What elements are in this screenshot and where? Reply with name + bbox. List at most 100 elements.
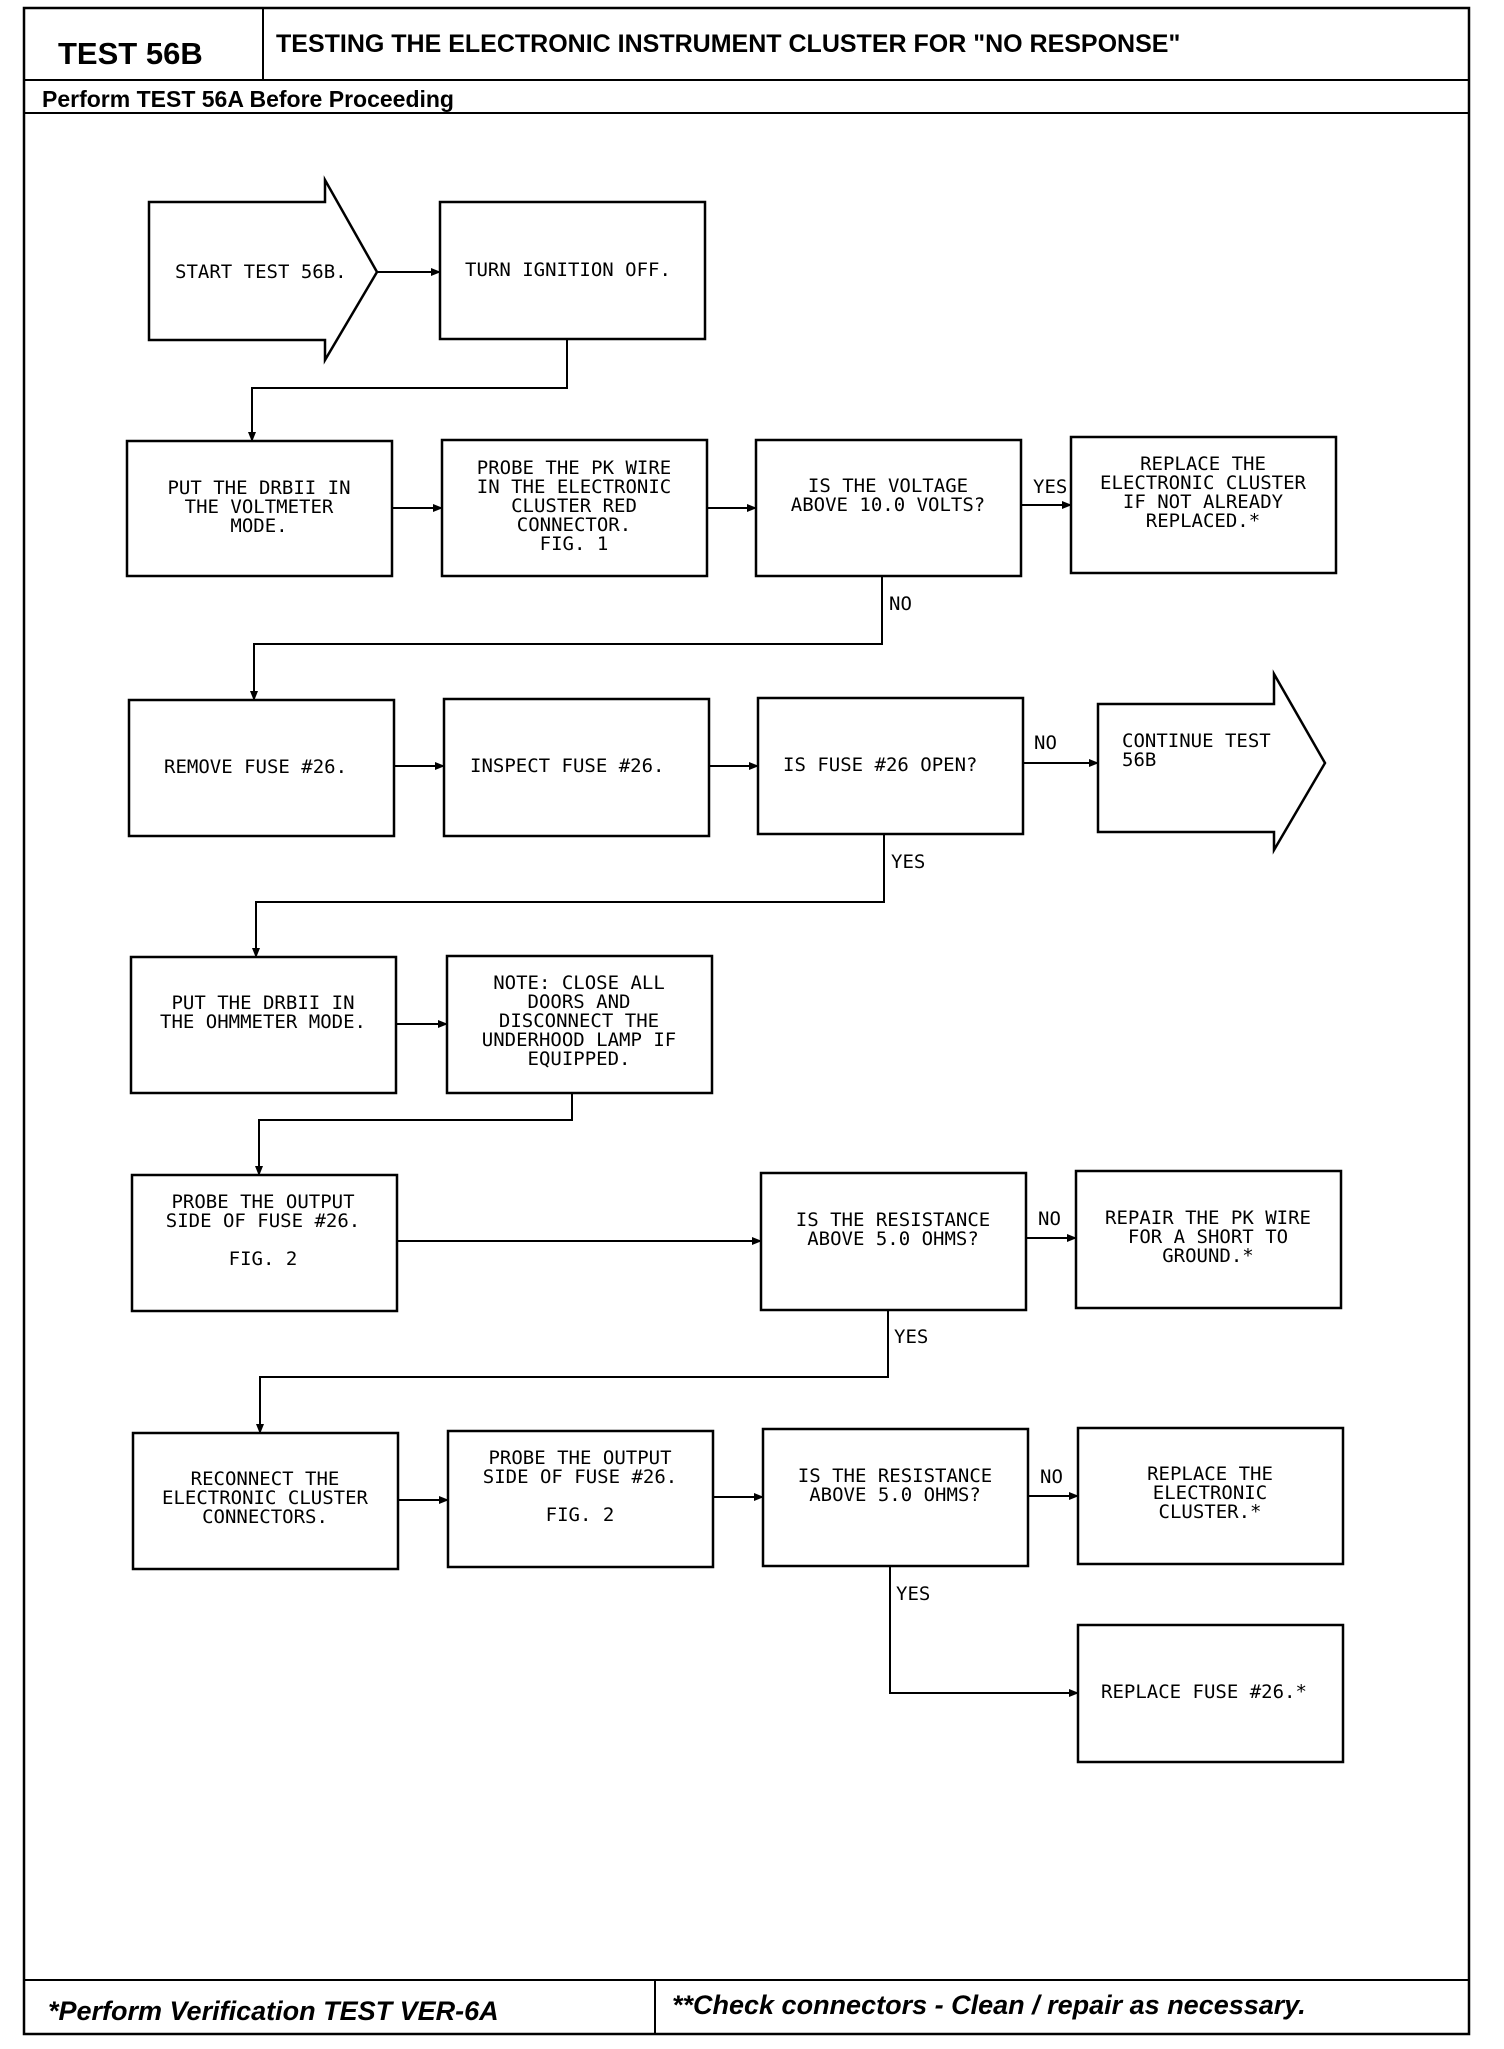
yes-label: YES (891, 851, 925, 873)
box-text-line: CONNECTORS. (202, 1506, 328, 1528)
box-text-line: DISCONNECT THE (499, 1010, 659, 1032)
resistance-decision-1-box (759, 1171, 1028, 1312)
box-text-line: RECONNECT THE (191, 1468, 340, 1490)
start-test-label: START TEST 56B. (175, 261, 347, 283)
box-text-line: ABOVE 5.0 OHMS? (807, 1228, 979, 1250)
box-text-line: THE VOLTMETER (185, 496, 334, 518)
box-text-line: CLUSTER RED (511, 495, 637, 517)
put-drbii-ohmmeter-box (129, 955, 398, 1095)
replace-cluster-2-box (1076, 1426, 1345, 1566)
inspect-fuse-box (442, 697, 711, 838)
no-label: NO (1040, 1466, 1063, 1488)
page-title: TESTING THE ELECTRONIC INSTRUMENT CLUSTE… (276, 30, 1180, 58)
connector (250, 576, 883, 701)
page-subtitle: Perform TEST 56A Before Proceeding (42, 86, 454, 112)
box-text-line: PUT THE DRBII IN (167, 477, 350, 499)
connector (889, 1566, 1079, 1697)
box-text-line: ABOVE 10.0 VOLTS? (791, 494, 985, 516)
box-text-line: SIDE OF FUSE #26. (483, 1466, 677, 1488)
box-text-line: IS THE VOLTAGE (808, 475, 968, 497)
no-label: NO (889, 593, 912, 615)
remove-fuse-label: REMOVE FUSE #26. (164, 756, 347, 778)
box-text-line: MODE. (230, 515, 287, 537)
box-text-line: ABOVE 5.0 OHMS? (809, 1484, 981, 1506)
box-text-line: CLUSTER.* (1159, 1501, 1262, 1523)
probe-output-2-box (446, 1429, 715, 1569)
box-text-line: IF NOT ALREADY (1123, 491, 1284, 513)
box-text-line: UNDERHOOD LAMP IF (482, 1029, 676, 1051)
connector (248, 339, 568, 442)
no-label: NO (1038, 1208, 1061, 1230)
box-text-line: NOTE: CLOSE ALL (493, 972, 665, 994)
box-text-line: REPLACE THE (1140, 453, 1266, 475)
footer-verification-note: *Perform Verification TEST VER-6A (48, 1996, 499, 2026)
box-text-line: EQUIPPED. (528, 1048, 631, 1070)
put-drbii-voltmeter-box (125, 439, 394, 578)
fuse-open-decision-box (756, 696, 1025, 836)
resistance-decision-2-box (761, 1427, 1030, 1568)
continue-test-arrow (1096, 669, 1327, 855)
yes-label: YES (894, 1326, 928, 1348)
box-text-line: ELECTRONIC (1153, 1482, 1267, 1504)
remove-fuse-box (127, 698, 396, 838)
turn-ignition-off-label: TURN IGNITION OFF. (465, 259, 671, 281)
box-text-line: REPLACED.* (1146, 510, 1260, 532)
box-text-line: CONNECTOR. (517, 514, 631, 536)
box-text-line: ELECTRONIC CLUSTER (162, 1487, 368, 1509)
box-text-line: DOORS AND (528, 991, 631, 1013)
box-text-line: ELECTRONIC CLUSTER (1100, 472, 1306, 494)
footer-connectors-note: **Check connectors - Clean / repair as n… (672, 1990, 1306, 2020)
box-text-line: PROBE THE OUTPUT (488, 1447, 671, 1469)
fuse-open-decision-label: IS FUSE #26 OPEN? (783, 754, 977, 776)
turn-ignition-off-box (438, 200, 707, 341)
replace-fuse-box (1076, 1623, 1345, 1764)
reconnect-cluster-box (131, 1431, 400, 1571)
box-text-line: FIG. 2 (546, 1504, 615, 1526)
box-text-line: PUT THE DRBII IN (171, 992, 354, 1014)
box-text-line: IN THE ELECTRONIC (477, 476, 671, 498)
box-text-line: IS THE RESISTANCE (796, 1209, 990, 1231)
box-text-line: CONTINUE TEST (1122, 730, 1271, 752)
connector (256, 1310, 889, 1434)
repair-pk-wire-box (1074, 1169, 1343, 1310)
test-id: TEST 56B (58, 36, 203, 71)
box-text-line: REPLACE THE (1147, 1463, 1273, 1485)
box-text-line: GROUND.* (1162, 1245, 1254, 1267)
box-text-line: THE OHMMETER MODE. (160, 1011, 366, 1033)
box-text-line: PROBE THE OUTPUT (171, 1191, 354, 1213)
yes-label: YES (1033, 476, 1067, 498)
box-text-line: 56B (1122, 749, 1156, 771)
probe-output-1-box (130, 1173, 399, 1313)
box-text-line: FOR A SHORT TO (1128, 1226, 1288, 1248)
box-text-line: PROBE THE PK WIRE (477, 457, 671, 479)
connector (252, 834, 885, 958)
voltage-decision-box (754, 438, 1023, 578)
replace-cluster-1-box (1069, 435, 1338, 575)
connector (255, 1093, 573, 1176)
box-text-line: REPAIR THE PK WIRE (1105, 1207, 1311, 1229)
box-text-line: FIG. 1 (540, 533, 609, 555)
inspect-fuse-label: INSPECT FUSE #26. (470, 755, 664, 777)
no-label: NO (1034, 732, 1057, 754)
start-test-arrow (147, 175, 379, 365)
box-text-line: SIDE OF FUSE #26. (166, 1210, 360, 1232)
replace-fuse-label: REPLACE FUSE #26.* (1101, 1681, 1307, 1703)
box-text-line: IS THE RESISTANCE (798, 1465, 992, 1487)
box-text-line: FIG. 2 (229, 1248, 298, 1270)
